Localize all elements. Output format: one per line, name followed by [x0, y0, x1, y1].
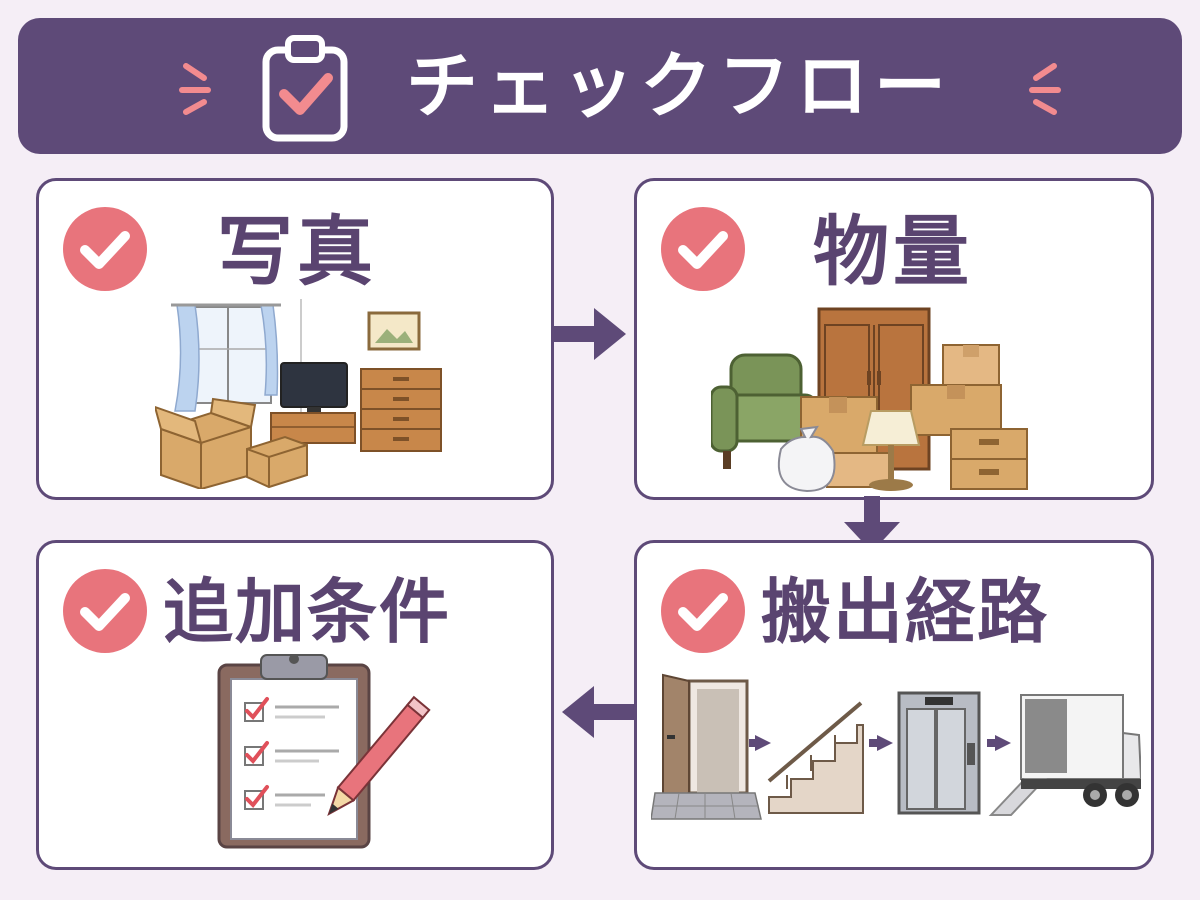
step-title: 搬出経路 — [761, 571, 1049, 653]
checklist-clipboard-illustration — [217, 654, 431, 849]
arrow-left-icon — [562, 686, 634, 738]
door-icon — [651, 673, 762, 820]
step-card-photo: 写真 — [36, 178, 554, 500]
step-title: 追加条件 — [163, 571, 451, 653]
arrow-down-icon — [844, 496, 900, 552]
page-title: チェックフロー — [406, 44, 953, 128]
furniture-pile-illustration — [711, 307, 1028, 493]
step-card-volume: 物量 — [634, 178, 1154, 500]
living-room-illustration — [155, 299, 442, 489]
sparkle-left-icon — [179, 63, 211, 115]
check-circle-icon — [661, 207, 745, 291]
truck-icon — [988, 694, 1141, 816]
step-title: 物量 — [813, 207, 973, 296]
check-circle-icon — [661, 569, 745, 653]
sparkle-right-icon — [1029, 63, 1061, 115]
check-circle-icon — [63, 569, 147, 653]
step-card-route: 搬出経路 — [634, 540, 1154, 870]
carry-out-route-illustration — [651, 673, 1141, 820]
clipboard-check-icon — [262, 35, 348, 142]
check-circle-icon — [63, 207, 147, 291]
arrow-right-icon — [554, 308, 626, 360]
step-title: 写真 — [217, 207, 377, 296]
stairs-icon — [767, 701, 864, 814]
step-card-extra: 追加条件 — [36, 540, 554, 870]
header-banner: チェックフロー — [18, 18, 1182, 154]
elevator-icon — [897, 691, 981, 815]
